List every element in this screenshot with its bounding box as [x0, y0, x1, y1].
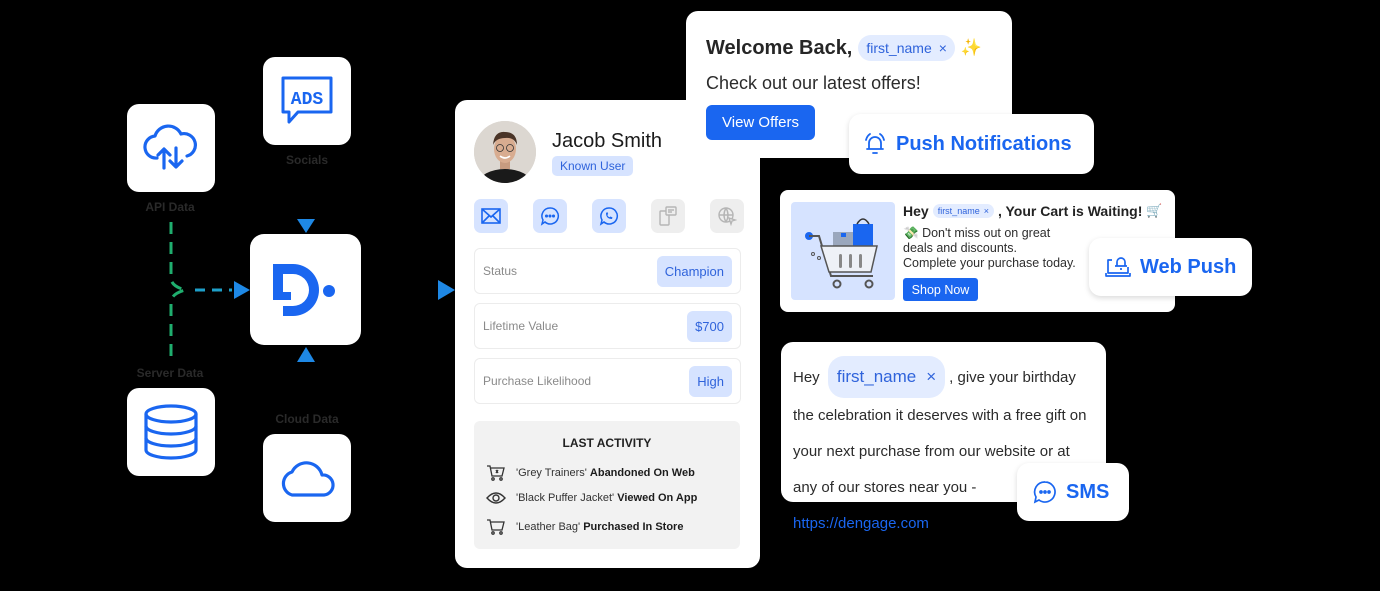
first-name-chip[interactable]: first_name× — [858, 35, 955, 61]
cart-title: Hey first_name× , Your Cart is Waiting! … — [903, 203, 1163, 219]
chat-icon — [540, 207, 560, 226]
welcome-subtitle: Check out our latest offers! — [706, 73, 921, 93]
welcome-title: Welcome Back, first_name× ✨ — [706, 35, 982, 61]
cart-message: 💸 Don't miss out on great deals and disc… — [903, 226, 1076, 270]
channel-web[interactable] — [710, 199, 744, 233]
server-data-source — [127, 388, 215, 476]
activity-item: 'Grey Trainers' Abandoned On Web — [486, 464, 695, 482]
last-activity-title: LAST ACTIVITY — [562, 436, 652, 450]
channel-whatsapp[interactable] — [592, 199, 626, 233]
customer-profile-card: Jacob Smith Known User Status Champion L… — [455, 100, 760, 568]
socials-source: ADS — [263, 57, 351, 145]
last-activity-panel: LAST ACTIVITY 'Grey Trainers' Abandoned … — [474, 421, 740, 549]
svg-text:ADS: ADS — [291, 90, 324, 110]
view-offers-button[interactable]: View Offers — [706, 105, 815, 140]
attribute-key: Lifetime Value — [483, 319, 559, 333]
attribute-key: Purchase Likelihood — [483, 374, 592, 388]
attribute-value: High — [689, 365, 732, 397]
shopping-cart-illustration — [791, 202, 895, 300]
activity-item: 'Leather Bag' Purchased In Store — [486, 518, 683, 536]
email-icon — [481, 208, 501, 224]
close-icon[interactable]: × — [938, 40, 947, 56]
first-name-chip[interactable]: first_name× — [827, 356, 946, 398]
cart-icon — [487, 519, 505, 535]
close-icon[interactable]: × — [983, 206, 989, 216]
bell-icon — [865, 133, 885, 154]
sparkles-icon: ✨ — [960, 38, 983, 57]
web-click-icon — [718, 207, 737, 226]
channel-email[interactable] — [474, 199, 508, 233]
push-notifications-tag: Push Notifications — [849, 114, 1094, 174]
attribute-value: $700 — [687, 310, 732, 342]
shop-now-button[interactable]: Shop Now — [903, 278, 978, 301]
web-push-cart-card: Hey first_name× , Your Cart is Waiting! … — [780, 190, 1175, 312]
sms-message-card: Hey first_name×, give your birthday the … — [781, 342, 1106, 532]
cloud-data-label: Cloud Data — [275, 412, 339, 426]
attribute-lifetime-value: Lifetime Value $700 — [474, 303, 741, 349]
eye-icon — [486, 492, 506, 504]
attribute-value: Champion — [656, 255, 732, 287]
chat-icon — [1033, 481, 1056, 504]
sms-tag: SMS — [1017, 463, 1129, 521]
web-push-icon — [1105, 257, 1131, 277]
cart-emoji-icon: 🛒 — [1146, 203, 1163, 218]
activity-item: 'Black Puffer Jacket' Viewed On App — [486, 491, 697, 505]
mobile-message-icon — [659, 206, 677, 226]
profile-name: Jacob Smith — [552, 130, 663, 152]
api-data-label: API Data — [145, 200, 195, 214]
channel-list — [474, 199, 744, 233]
sms-message: Hey first_name×, give your birthday the … — [793, 356, 1098, 534]
web-push-tag: Web Push — [1089, 238, 1252, 296]
cloud-icon — [281, 461, 335, 497]
database-icon — [144, 404, 198, 460]
cloud-sync-icon — [143, 124, 197, 170]
api-data-source — [127, 104, 215, 192]
close-icon[interactable]: × — [926, 367, 937, 386]
first-name-chip[interactable]: first_name× — [932, 204, 994, 218]
avatar — [474, 121, 536, 183]
attribute-purchase-likelihood: Purchase Likelihood High — [474, 358, 741, 404]
socials-label: Socials — [285, 153, 329, 167]
server-data-label: Server Data — [136, 366, 204, 380]
attribute-key: Status — [483, 264, 518, 278]
known-user-badge: Known User — [552, 156, 634, 176]
money-emoji-icon: 💸 — [903, 226, 919, 240]
cloud-data-source — [263, 434, 351, 522]
ads-icon: ADS — [281, 76, 333, 124]
whatsapp-icon — [599, 207, 619, 226]
dengage-hub — [250, 234, 361, 345]
dengage-link[interactable]: https://dengage.com — [793, 515, 929, 532]
channel-mobile-message[interactable] — [651, 199, 685, 233]
channel-chat[interactable] — [533, 199, 567, 233]
dengage-logo-icon — [272, 263, 335, 316]
cart-abandoned-icon — [487, 465, 505, 481]
attribute-status: Status Champion — [474, 248, 741, 294]
